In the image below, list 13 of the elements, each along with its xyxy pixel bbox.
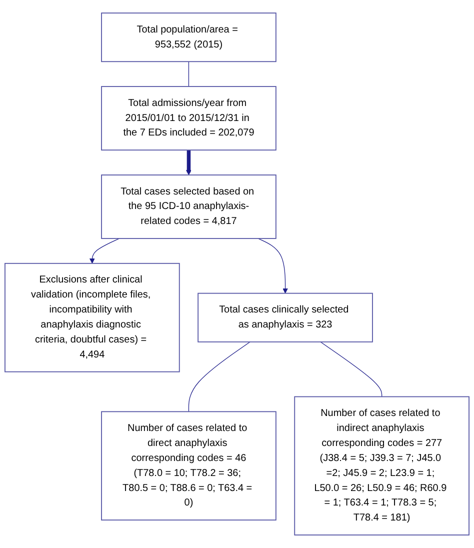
arrow — [89, 238, 120, 264]
node-box: Exclusions after clinical validation (incomplete files, incompatibility with anaphylaxis diagnostic criteria, doubtful cases) = 4,494 — [4, 262, 180, 372]
connector — [188, 61, 190, 87]
node-box: Total cases selected based on the 95 ICD-10 anaphylaxis-related codes = 4,817 — [101, 174, 276, 239]
arrow — [186, 150, 192, 176]
arrow — [258, 238, 288, 294]
node-box: Number of cases related to direct anaphylaxis corresponding codes = 46 (T78.0 = 10; T78.2 = 36; T80.5 = 0; T88.6 = 0; T63.4 = 0) — [101, 411, 276, 520]
connector — [320, 342, 382, 398]
node-box: Total admissions/year from 2015/01/01 to 2015/12/31 in the 7 EDs included = 202,079 — [101, 86, 276, 151]
node-box: Total population/area = 953,552 (2015) — [101, 12, 276, 62]
connector — [188, 342, 250, 412]
node-box: Number of cases related to indirect anaphylaxis corresponding codes = 277 (J38.4 = 5; J39.3 = 7; J45.0 =2; J45.9 = 2; L23.9 = 1; L50.0 = 26; L50.9 = 46; R60.9 = 1; T63.4 = 1; T78.3 = 5; T78.4 = 181) — [294, 396, 470, 536]
node-box: Total cases clinically selected as anaphylaxis = 323 — [198, 292, 373, 342]
